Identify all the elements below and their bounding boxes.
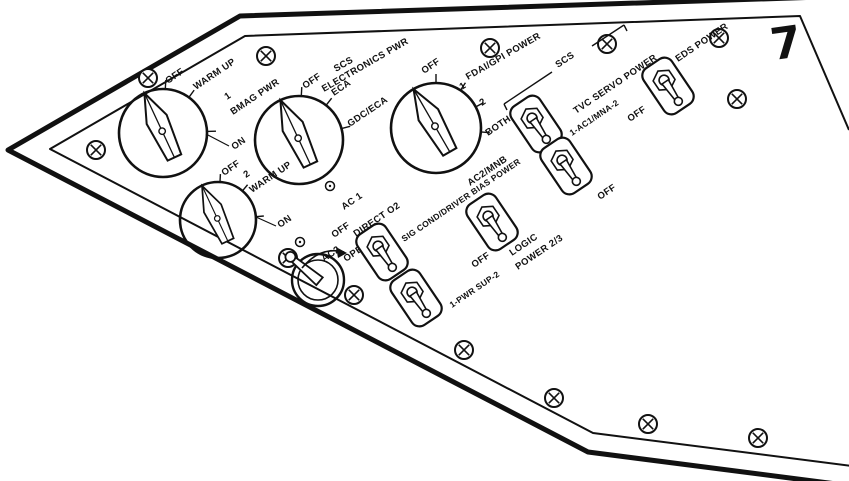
sig-cond-ac1-label: AC 1: [340, 190, 366, 212]
bmag1-index-label: 1: [223, 90, 234, 102]
fdai-off-label: OFF: [420, 56, 443, 76]
screw-icon: [86, 140, 106, 160]
small-screw-icon: [294, 236, 306, 248]
bmag1-off-label: OFF: [164, 66, 187, 86]
sig-cond-ac2-label: AC2: [320, 244, 343, 264]
scs-elec-off-label: OFF: [301, 71, 324, 91]
screw-icon: [454, 340, 474, 360]
screw-icon: [256, 46, 276, 66]
fdai-title-label: FDAI/GPI POWER: [464, 31, 543, 83]
tvc-off-label: OFF: [596, 182, 619, 202]
logic-power-toggle[interactable]: [461, 189, 523, 255]
bmag2-on-label: ON: [276, 213, 295, 230]
valve-handle-tip: [284, 250, 297, 263]
scs-electronics-pwr-rotary-switch[interactable]: [253, 87, 351, 186]
logic-off-label: OFF: [470, 250, 493, 270]
leader-line: [255, 216, 277, 227]
fdai-both-label: BOTH: [484, 114, 514, 139]
leader-line: [205, 133, 230, 147]
fdai-pos2-label: 2: [478, 96, 489, 108]
fdai-pos1-label: 1: [458, 80, 469, 92]
scs-bracket-tick: [623, 24, 628, 32]
bmag2-warmup-label: WARM UP: [248, 159, 295, 195]
rotary-pointer-knob: [269, 94, 322, 171]
sig-cond-sub-label: 1-PWR SUP-2: [448, 269, 502, 310]
screw-icon: [138, 68, 158, 88]
bmag1-title-label: BMAG PWR: [229, 77, 282, 118]
scs-bracket-line: [591, 24, 625, 47]
tvc-scs-bracket-label: SCS: [554, 50, 577, 71]
bmag1-warmup-label: WARM UP: [192, 56, 239, 92]
fdai-gpi-power-rotary-switch[interactable]: [389, 74, 490, 175]
scs-bracket-tick: [503, 103, 508, 111]
screw-icon: [748, 428, 768, 448]
scs-bracket-line: [503, 71, 553, 105]
direct-o2-valve[interactable]: [283, 250, 346, 308]
screw-icon: [344, 285, 364, 305]
screw-icon: [597, 34, 617, 54]
bmag-pwr-2-rotary-switch[interactable]: [178, 174, 264, 260]
bmag2-index-label: 2: [242, 168, 253, 180]
small-screw-icon: [324, 180, 336, 192]
scs-elec-gdc-eca-label: GDC/ECA: [346, 94, 391, 129]
rotary-pointer-knob: [133, 87, 186, 164]
open-arrowhead-icon: [336, 247, 347, 258]
bmag1-on-label: ON: [230, 135, 249, 152]
screw-icon: [727, 89, 747, 109]
rotary-pointer-knob: [402, 82, 461, 159]
eds-off-label: OFF: [626, 104, 649, 124]
screw-icon: [544, 388, 564, 408]
screw-icon: [638, 414, 658, 434]
sig-cond-off-label: OFF: [330, 220, 353, 240]
bmag2-off-label: OFF: [220, 158, 243, 178]
panel-outer-edge: [5, 0, 833, 481]
panel-number: 7: [767, 16, 804, 71]
bmag-pwr-1-rotary-switch[interactable]: [117, 80, 216, 179]
